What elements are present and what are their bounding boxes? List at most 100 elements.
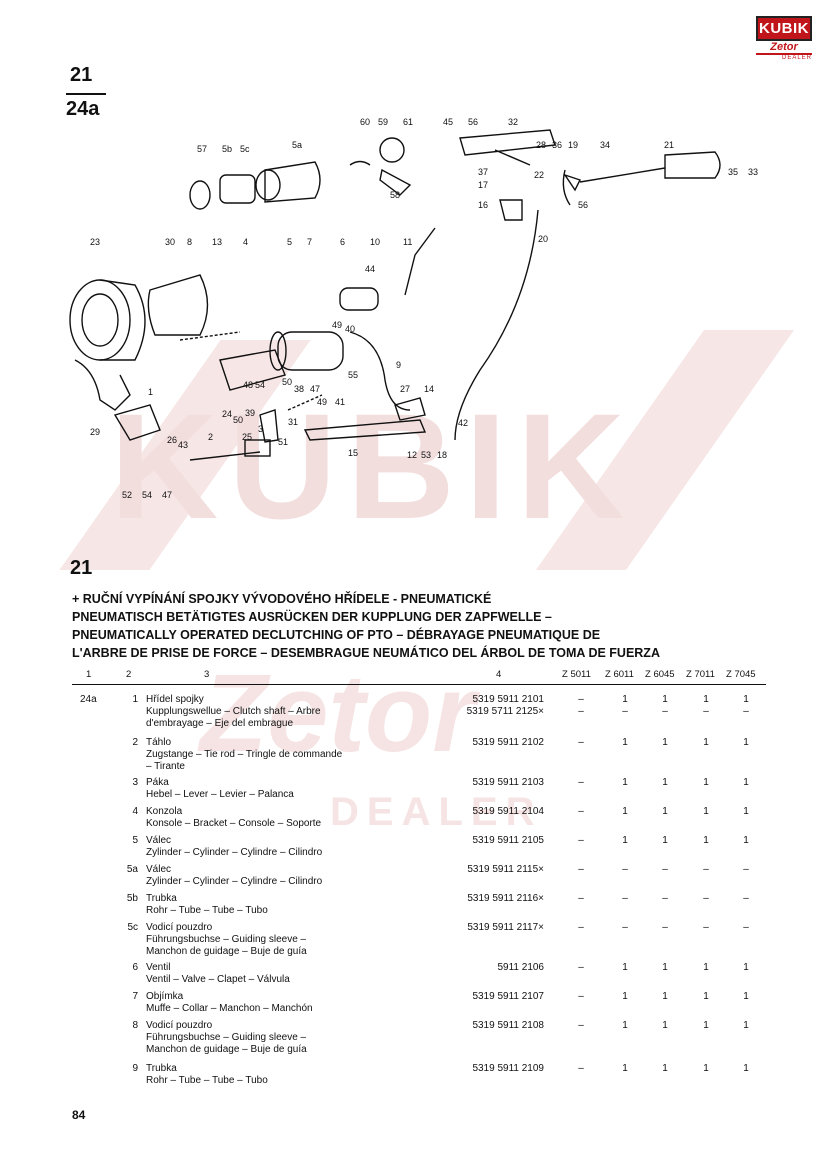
diagram-callout-label: 6 xyxy=(340,237,345,247)
row-quantity: – xyxy=(578,806,584,817)
logo-dealer-text: DEALER xyxy=(781,55,812,61)
part-fork-lever xyxy=(74,359,131,411)
row-quantity: – xyxy=(662,922,668,933)
diagram-callout-label: 18 xyxy=(437,450,447,460)
row-quantity: 1 xyxy=(703,962,709,973)
row-quantity: – xyxy=(578,991,584,1002)
row-quantity: – xyxy=(578,737,584,748)
diagram-callout-label: 2 xyxy=(208,432,213,442)
row-quantity: 1 xyxy=(662,694,668,705)
row-part-number: 5319 5911 2116× xyxy=(467,893,544,904)
row-part-number: 5319 5911 2103 xyxy=(472,777,544,788)
diagram-callout-label: 35 xyxy=(728,167,738,177)
diagram-callout-label: 39 xyxy=(245,408,255,418)
row-quantity: – xyxy=(578,1063,584,1074)
diagram-callout-label: 47 xyxy=(310,384,320,394)
row-quantity: 1 xyxy=(622,835,628,846)
row-part-number: 5319 5911 2109 xyxy=(472,1063,544,1074)
diagram-callout-label: 10 xyxy=(370,237,380,247)
row-quantity: – xyxy=(703,922,709,933)
row-quantity: – xyxy=(703,893,709,904)
diagram-callout-label: 32 xyxy=(508,117,518,127)
diagram-callout-label: 17 xyxy=(478,180,488,190)
row-description: Objímka xyxy=(146,991,184,1002)
diagram-callout-label: 51 xyxy=(278,437,288,447)
row-part-number: 5319 5911 2105 xyxy=(472,835,544,846)
diagram-callout-label: 5a xyxy=(292,140,302,150)
diagram-callout-label: 61 xyxy=(403,117,413,127)
diagram-callout-label: 54 xyxy=(255,380,265,390)
diagram-callout-label: 23 xyxy=(90,237,100,247)
row-quantity: – xyxy=(622,922,628,933)
row-quantity: – xyxy=(622,864,628,875)
logo-sub-text: Zetor xyxy=(756,41,812,55)
column-header: 3 xyxy=(204,669,210,680)
row-description: Ventil – Valve – Clapet – Válvula xyxy=(146,974,290,985)
logo-main-text: KUBIK xyxy=(756,16,812,41)
row-quantity: 1 xyxy=(662,777,668,788)
row-quantity: 1 xyxy=(662,806,668,817)
diagram-callout-label: 4 xyxy=(243,237,248,247)
row-position: 5a xyxy=(126,864,138,875)
row-quantity: 1 xyxy=(622,1063,628,1074)
row-quantity: 1 xyxy=(703,1020,709,1031)
row-description: Trubka xyxy=(146,893,177,904)
diagram-callout-label: 49 xyxy=(332,320,342,330)
row-quantity: 1 xyxy=(743,991,749,1002)
diagram-callout-label: 11 xyxy=(403,237,412,247)
diagram-callout-label: 56 xyxy=(578,200,588,210)
row-quantity: – xyxy=(622,706,628,717)
row-quantity: – xyxy=(662,864,668,875)
row-description: Führungsbuchse – Guiding sleeve – xyxy=(146,934,307,945)
diagram-callout-label: 43 xyxy=(178,440,188,450)
row-quantity: 1 xyxy=(662,962,668,973)
diagram-callout-label: 44 xyxy=(365,264,375,274)
diagram-callout-label: 25 xyxy=(242,432,252,442)
row-part-number: 5319 5911 2115× xyxy=(467,864,544,875)
row-description: Manchon de guidage – Buje de guía xyxy=(146,1044,307,1055)
diagram-callout-label: 13 xyxy=(212,237,222,247)
row-part-number: 5319 5911 2102 xyxy=(472,737,544,748)
diagram-callout-label: 50 xyxy=(233,415,243,425)
diagram-callout-label: 9 xyxy=(396,360,401,370)
diagram-callout-label: 60 xyxy=(360,117,370,127)
row-quantity: 1 xyxy=(622,737,628,748)
diagram-callout-label: 53 xyxy=(421,450,431,460)
part-tube-9 xyxy=(349,331,411,411)
row-quantity: 1 xyxy=(703,737,709,748)
diagram-callout-label: 41 xyxy=(335,397,345,407)
row-quantity: 1 xyxy=(662,1063,668,1074)
part-housing xyxy=(69,279,146,361)
row-quantity: – xyxy=(578,777,584,788)
row-description: Páka xyxy=(146,777,169,788)
row-part-number: 5319 5711 2125× xyxy=(466,706,544,717)
row-description: Muffe – Collar – Manchon – Manchón xyxy=(146,1003,313,1014)
row-part-number: 5911 2106 xyxy=(497,962,544,973)
row-reference: 24a xyxy=(80,694,97,705)
diagram-callout-label: 7 xyxy=(307,237,312,247)
row-description: Konsole – Bracket – Console – Soporte xyxy=(146,818,322,829)
row-quantity: 1 xyxy=(743,806,749,817)
diagram-callout-label: 50 xyxy=(282,377,292,387)
row-description: Hřídel spojky xyxy=(146,694,204,705)
part-pipe xyxy=(404,227,436,296)
row-description: Ventil xyxy=(146,962,171,973)
part-sleeve xyxy=(147,274,209,336)
diagram-callout-label: 34 xyxy=(600,140,610,150)
diagram-callout-label: 12 xyxy=(407,450,417,460)
diagram-callout-label: 45 xyxy=(443,117,453,127)
heading-line: PNEUMATISCH BETÄTIGTES AUSRÜCKEN DER KUP… xyxy=(72,610,552,624)
row-part-number: 5319 5911 2107 xyxy=(472,991,544,1002)
row-quantity: – xyxy=(578,706,584,717)
row-quantity: 1 xyxy=(743,835,749,846)
row-quantity: 1 xyxy=(743,737,749,748)
row-quantity: – xyxy=(578,835,584,846)
part-25 xyxy=(244,439,271,457)
row-description: Kupplungswellue – Clutch shaft – Arbre xyxy=(146,706,321,717)
row-quantity: – xyxy=(703,706,709,717)
kubik-logo: KUBIK Zetor DEALER xyxy=(756,16,812,61)
column-header: Z 7045 xyxy=(726,669,756,680)
part-valve xyxy=(339,287,379,311)
part-cable xyxy=(454,209,539,441)
part-long-lever xyxy=(303,419,427,441)
